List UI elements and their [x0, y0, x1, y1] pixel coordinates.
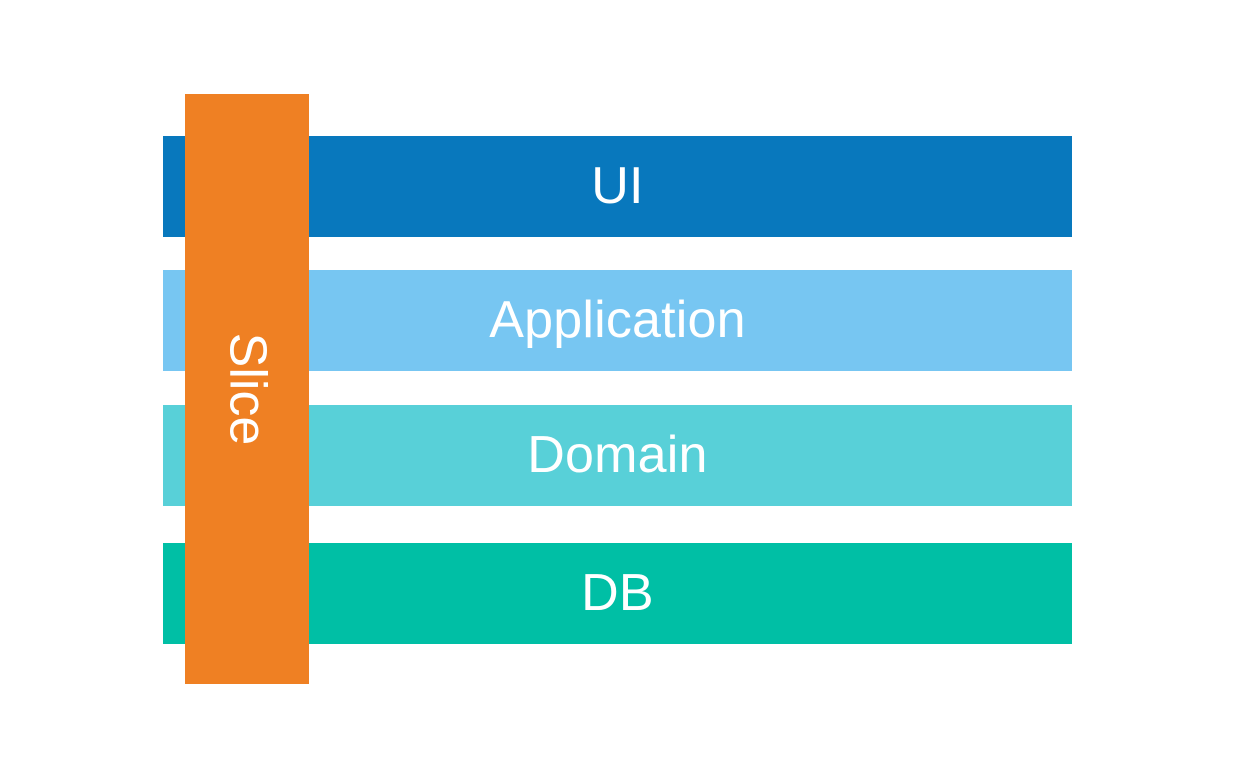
vertical-slice-label: Slice [218, 332, 276, 446]
layer-label-domain: Domain [527, 425, 708, 484]
layer-bar-application[interactable]: Application [163, 270, 1072, 371]
layer-bar-ui[interactable]: UI [163, 136, 1072, 237]
layer-bar-domain[interactable]: Domain [163, 405, 1072, 506]
layer-label-application: Application [489, 290, 746, 349]
layer-label-ui: UI [591, 156, 644, 215]
layer-label-db: DB [581, 563, 654, 622]
layer-bar-db[interactable]: DB [163, 543, 1072, 644]
vertical-slice-bar[interactable]: Slice [185, 94, 309, 684]
